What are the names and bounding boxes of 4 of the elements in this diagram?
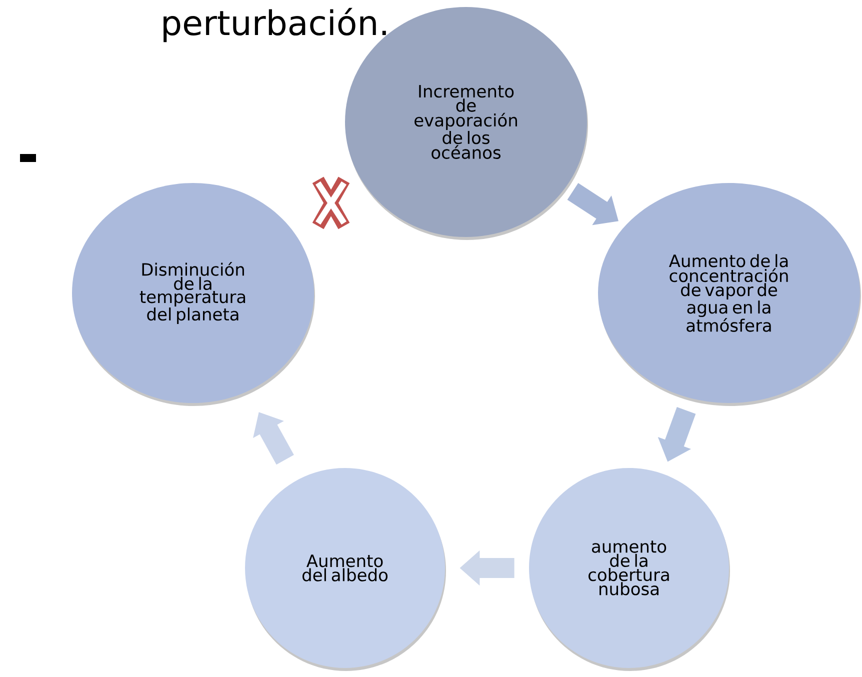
ellipse-node: aumento de la cobertura nubosa xyxy=(529,468,730,671)
ellipse-node: Disminución de la temperatura del planeta xyxy=(72,183,315,406)
ellipse-node: Aumento del albedo xyxy=(245,468,446,671)
ellipse-node: Aumento de la concentración de vapor de agua en la atmósfera xyxy=(598,183,861,406)
